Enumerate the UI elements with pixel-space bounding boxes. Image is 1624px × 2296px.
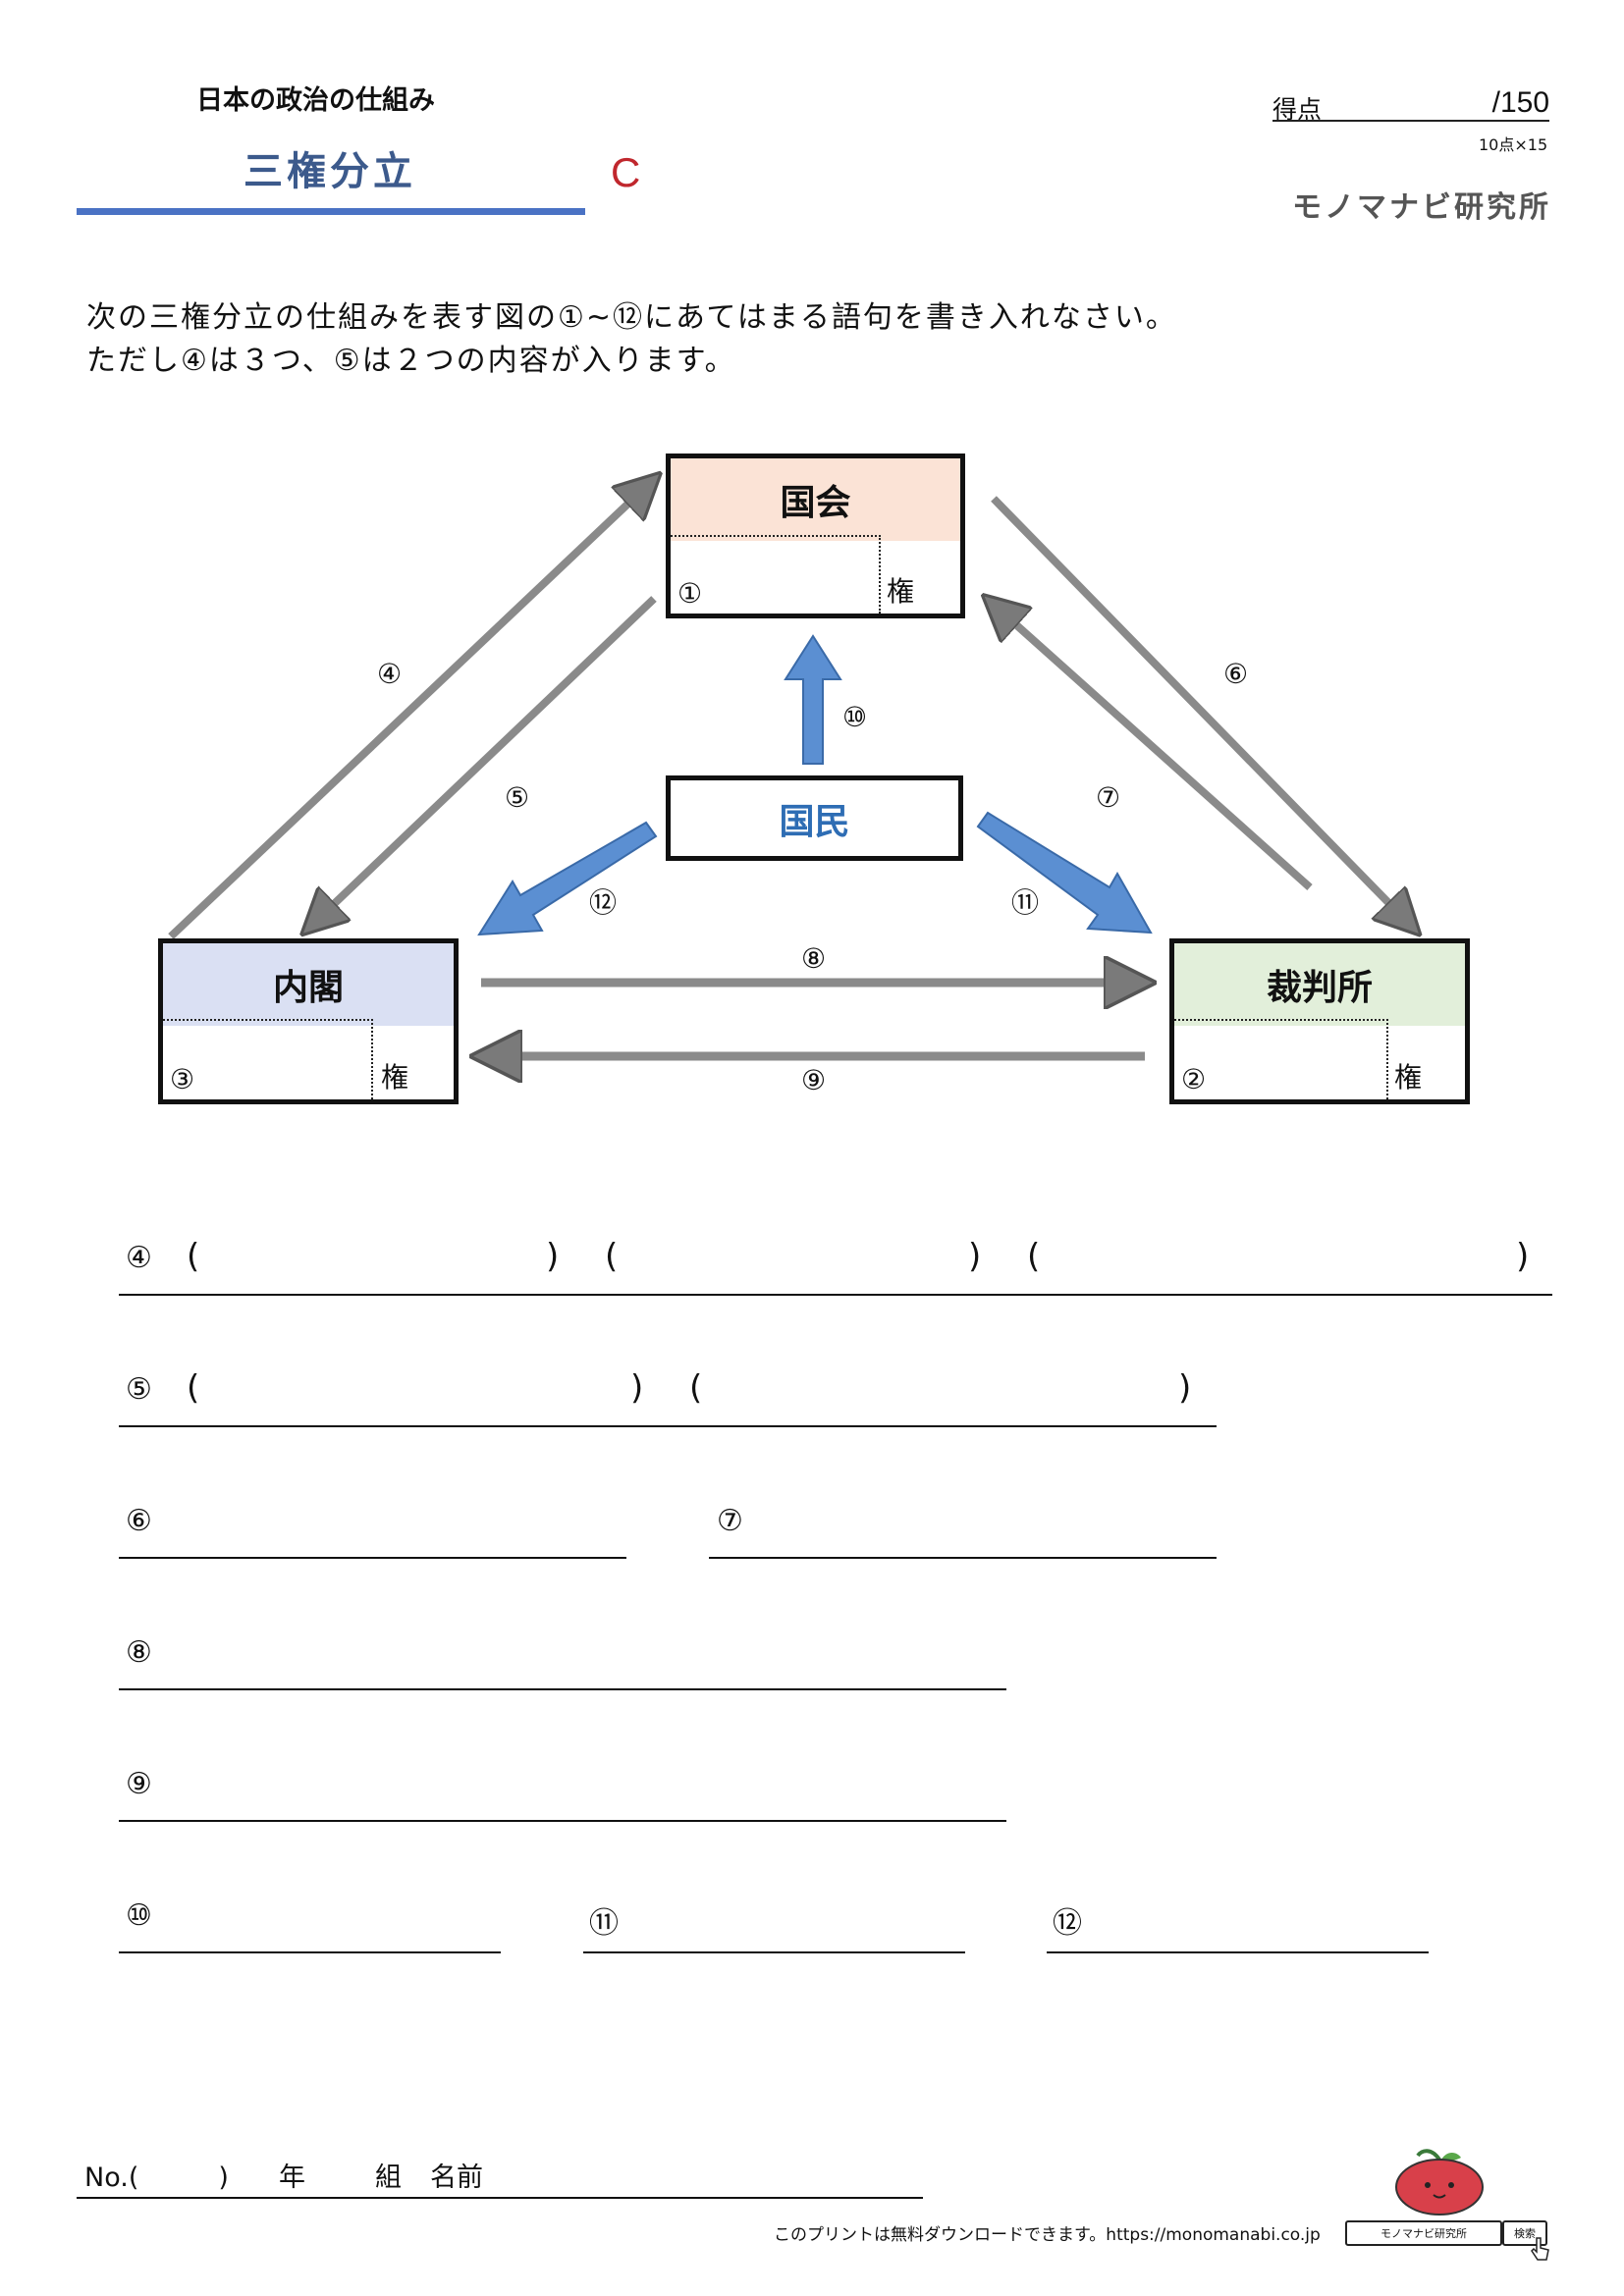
saibansho-number: ② <box>1181 1063 1207 1095</box>
score-label: 得点 <box>1272 95 1323 124</box>
student-number-label: No.( ) <box>84 2163 229 2193</box>
answer-line-11[interactable] <box>583 1951 965 1953</box>
answer-label-7: ⑦ <box>717 1504 743 1538</box>
arrow-5 <box>312 596 657 925</box>
search-button: 検索 <box>1502 2220 1547 2246</box>
subject-heading: 日本の政治の仕組み <box>196 85 435 116</box>
apple-mascot-icon <box>1395 2149 1484 2216</box>
answer-line-10[interactable] <box>119 1951 501 1953</box>
class-label: 組 <box>375 2163 402 2193</box>
answer-label-8: ⑧ <box>126 1635 152 1670</box>
answer-label-11: ⑪ <box>589 1906 619 1941</box>
arrow-10 <box>784 634 842 765</box>
arrows-layer <box>168 0 1624 1178</box>
arrow-label-9: ⑨ <box>801 1064 827 1096</box>
naikaku-number: ③ <box>170 1063 195 1095</box>
year-label: 年 <box>279 2163 305 2193</box>
page-title: 三権分立 <box>244 149 416 194</box>
answer-label-12: ⑫ <box>1053 1906 1082 1941</box>
pointer-cursor-icon <box>1531 2237 1549 2261</box>
answer-label-5: ⑤ <box>126 1372 152 1407</box>
paren-close: ) <box>1516 1237 1530 1276</box>
answer-line-5[interactable] <box>119 1425 1217 1427</box>
title-underline <box>77 208 585 215</box>
naikaku-answer-slot[interactable] <box>163 1019 373 1099</box>
saibansho-suffix: 権 <box>1394 1061 1423 1094</box>
paren-open: ( <box>689 1368 703 1408</box>
arrow-label-12: ⑫ <box>589 886 618 919</box>
saibansho-answer-slot[interactable] <box>1174 1019 1388 1099</box>
instruction-line-2: ただし④は３つ、⑤は２つの内容が入ります。 <box>86 344 736 378</box>
score-total: /150 <box>1491 86 1549 119</box>
arrow-label-11: ⑪ <box>1011 886 1040 919</box>
name-line[interactable] <box>77 2197 923 2199</box>
naikaku-title: 内閣 <box>163 943 454 1026</box>
answer-label-10: ⑩ <box>126 1898 152 1933</box>
answer-line-8[interactable] <box>119 1688 1006 1690</box>
arrow-7 <box>994 605 1313 890</box>
arrow-12 <box>477 821 658 936</box>
search-box: モノマナビ研究所 <box>1345 2220 1502 2246</box>
kokumin-box: 国民 <box>666 775 963 861</box>
naikaku-suffix: 権 <box>381 1061 409 1094</box>
kokkai-suffix: 権 <box>887 575 915 608</box>
kokkai-box: 国会 ① 権 <box>666 454 965 618</box>
arrow-label-8: ⑧ <box>801 942 827 975</box>
name-label: 名前 <box>430 2163 483 2193</box>
arrow-label-6: ⑥ <box>1223 658 1249 690</box>
score-box: 得点 /150 <box>1272 86 1549 124</box>
paren-close: ) <box>968 1237 982 1276</box>
kokkai-number: ① <box>677 577 703 610</box>
level-mark: C <box>611 149 641 195</box>
arrow-label-5: ⑤ <box>505 781 530 814</box>
arrow-label-4: ④ <box>377 658 403 690</box>
score-note: 10点×15 <box>1479 135 1548 154</box>
answer-line-7[interactable] <box>709 1557 1217 1559</box>
answer-label-6: ⑥ <box>126 1504 152 1538</box>
kokkai-title: 国会 <box>671 458 960 541</box>
paren-close: ) <box>1178 1368 1192 1408</box>
paren-open: ( <box>1027 1237 1041 1276</box>
saibansho-box: 裁判所 ② 権 <box>1169 938 1470 1104</box>
arrow-11 <box>976 811 1153 934</box>
arrow-6 <box>991 496 1410 925</box>
paren-close: ) <box>546 1237 560 1276</box>
arrow-4 <box>168 483 650 939</box>
answer-line-12[interactable] <box>1047 1951 1429 1953</box>
naikaku-box: 内閣 ③ 権 <box>158 938 459 1104</box>
brand-logo-text: モノマナビ研究所 <box>1292 190 1551 225</box>
instruction-line-1: 次の三権分立の仕組みを表す図の①~⑫にあてはまる語句を書き入れなさい。 <box>86 300 1177 335</box>
download-note: このプリントは無料ダウンロードできます。https://monomanabi.c… <box>774 2225 1321 2245</box>
saibansho-title: 裁判所 <box>1174 943 1465 1026</box>
kokkai-answer-slot[interactable] <box>671 535 881 614</box>
answer-line-9[interactable] <box>119 1820 1006 1822</box>
answer-line-6[interactable] <box>119 1557 626 1559</box>
answer-line-4[interactable] <box>119 1294 1552 1296</box>
paren-open: ( <box>187 1237 200 1276</box>
paren-open: ( <box>187 1368 200 1408</box>
answer-label-4: ④ <box>126 1241 152 1275</box>
arrow-label-7: ⑦ <box>1096 781 1121 814</box>
paren-open: ( <box>605 1237 619 1276</box>
arrow-label-10: ⑩ <box>842 701 868 733</box>
paren-close: ) <box>630 1368 644 1408</box>
answer-label-9: ⑨ <box>126 1767 152 1801</box>
